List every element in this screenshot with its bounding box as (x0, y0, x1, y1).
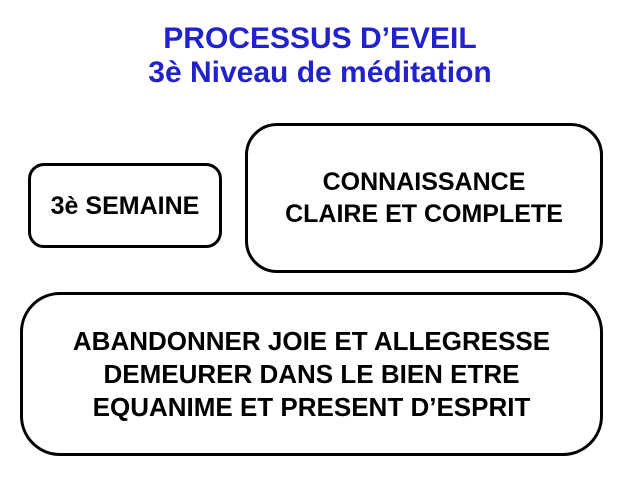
box-connaissance-line-1: CONNAISSANCE (322, 168, 526, 196)
box-abandonner-line-2: DEMEURER DANS LE BIEN ETRE (103, 358, 520, 389)
box-semaine-label: 3è SEMAINE (50, 191, 200, 220)
title-line-1: PROCESSUS D’EVEIL (163, 22, 477, 55)
box-connaissance: CONNAISSANCE CLAIRE ET COMPLETE (245, 123, 603, 273)
box-abandonner-line-3: EQUANIME ET PRESENT D’ESPRIT (92, 391, 531, 422)
slide-title: PROCESSUS D’EVEIL 3è Niveau de méditatio… (0, 22, 640, 90)
title-line-2: 3è Niveau de méditation (148, 56, 492, 89)
box-connaissance-line-2: CLAIRE ET COMPLETE (285, 200, 563, 228)
box-abandonner: ABANDONNER JOIE ET ALLEGRESSE DEMEURER D… (20, 292, 603, 456)
box-abandonner-line-1: ABANDONNER JOIE ET ALLEGRESSE (72, 325, 551, 356)
box-semaine: 3è SEMAINE (28, 163, 222, 248)
